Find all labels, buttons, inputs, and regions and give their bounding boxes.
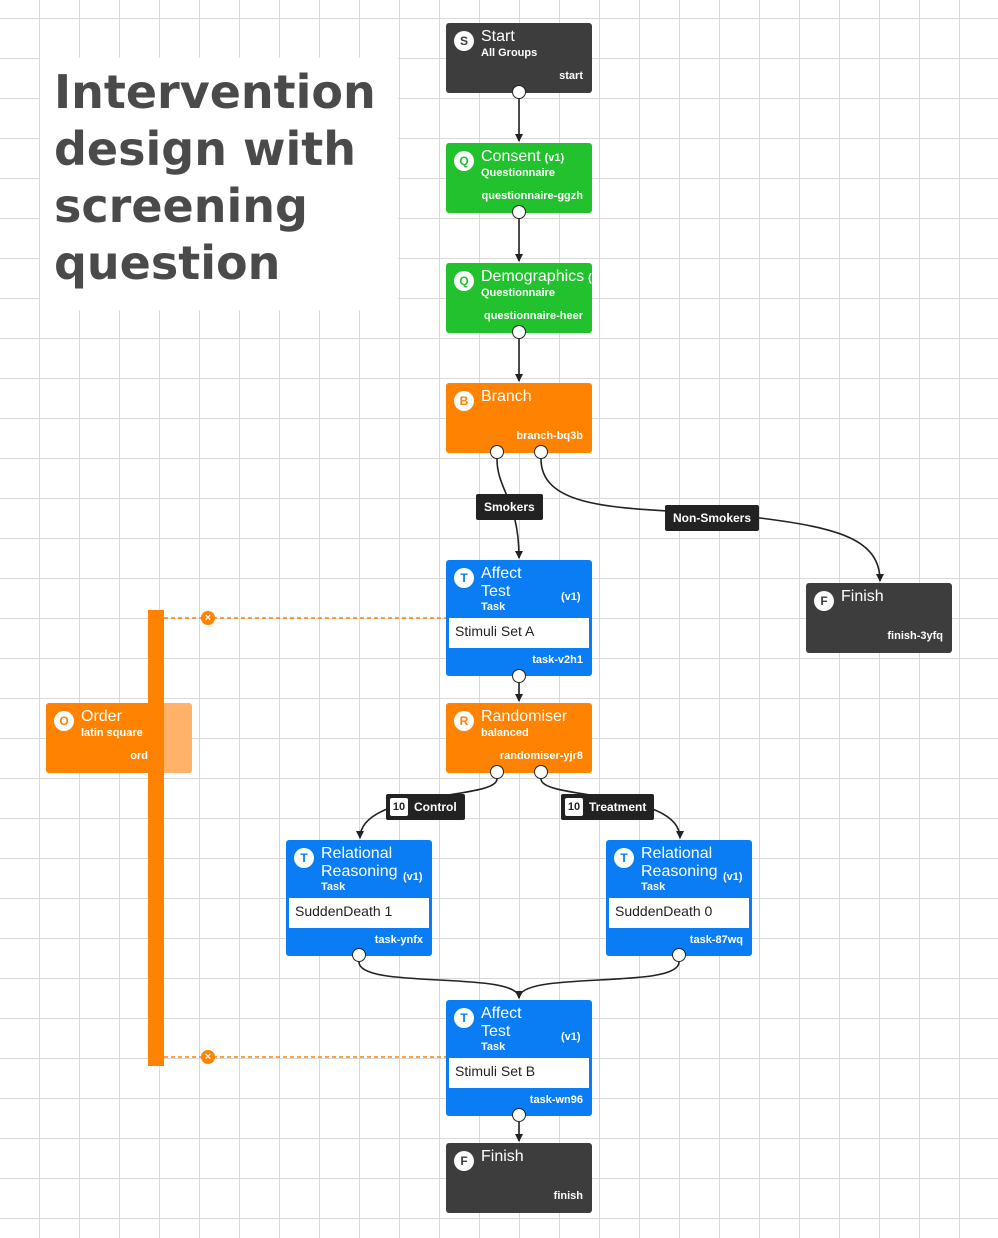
port-randomiser-out-treatment[interactable]	[534, 765, 548, 779]
edge-weight: 10	[565, 797, 583, 816]
edge-label-control[interactable]: 10 Control	[386, 794, 465, 820]
node-subtitle: Questionnaire	[481, 167, 555, 179]
node-id: finish-3yfq	[887, 630, 943, 642]
node-finish-non-smokers[interactable]: F Finish finish-3yfq	[806, 583, 952, 653]
node-id: questionnaire-ggzh	[481, 190, 583, 202]
node-subtitle: Questionnaire	[481, 287, 555, 299]
node-type-badge: B	[454, 391, 474, 411]
node-consent[interactable]: Q Consent(v1) Questionnaire questionnair…	[446, 143, 592, 213]
edge-name: Treatment	[589, 800, 647, 814]
node-id: finish	[553, 1190, 583, 1202]
order-node-faded	[164, 703, 192, 773]
node-title: Order	[81, 708, 122, 725]
node-branch[interactable]: B Branch branch-bq3b	[446, 383, 592, 453]
node-version: (	[588, 272, 592, 284]
node-name: Relational Reasoning	[641, 845, 718, 880]
node-type-badge: Q	[454, 271, 474, 291]
node-title: Start	[481, 28, 515, 45]
node-subtitle: Task	[321, 881, 346, 893]
node-subtitle: Task	[641, 881, 666, 893]
port-rr2-out[interactable]	[672, 948, 686, 962]
port-affect2-out[interactable]	[512, 1108, 526, 1122]
node-id: randomiser-yjr8	[499, 750, 583, 762]
node-block: Stimuli Set B	[449, 1058, 589, 1088]
node-title: Branch	[481, 388, 532, 405]
edge-rr1-affect2	[358, 961, 523, 999]
node-type-badge: T	[454, 568, 474, 588]
order-bar[interactable]	[148, 610, 164, 1066]
node-type-badge: T	[294, 848, 314, 868]
diagram-title: Intervention design with screening quest…	[40, 58, 398, 310]
node-start[interactable]: S Start All Groups start	[446, 23, 592, 93]
port-branch-out-non-smokers[interactable]	[534, 445, 548, 459]
node-order[interactable]: O Order latin square ord	[46, 703, 192, 773]
node-name: Affect Test	[481, 1005, 522, 1040]
edge-rr2-affect2	[515, 961, 680, 999]
node-id: task-87wq	[689, 934, 743, 946]
node-type-badge: F	[814, 591, 834, 611]
node-type-badge: R	[454, 711, 474, 731]
port-branch-out-smokers[interactable]	[490, 445, 504, 459]
node-subtitle: Task	[481, 1041, 506, 1053]
node-title: Randomiser	[481, 708, 568, 725]
node-affect-test-2[interactable]: T Affect Test (v1) Task Stimuli Set B tas…	[446, 1000, 592, 1116]
node-title: Relational Reasoning (v1)	[321, 845, 423, 883]
node-relational-reasoning-control[interactable]: T Relational Reasoning (v1) Task SuddenDe…	[286, 840, 432, 956]
remove-link-icon[interactable]: ×	[201, 1050, 215, 1064]
node-id: ord	[130, 750, 148, 762]
node-title: Affect Test (v1)	[481, 1005, 581, 1043]
node-id: questionnaire-heer	[483, 310, 583, 322]
edge-label-smokers[interactable]: Smokers	[476, 494, 543, 520]
remove-link-icon[interactable]: ×	[201, 611, 215, 625]
node-type-badge: S	[454, 31, 474, 51]
node-relational-reasoning-treatment[interactable]: T Relational Reasoning (v1) Task SuddenDe…	[606, 840, 752, 956]
node-demographics[interactable]: Q Demographics( Questionnaire questionna…	[446, 263, 592, 333]
node-subtitle: All Groups	[481, 47, 538, 59]
edge-label-non-smokers[interactable]: Non-Smokers	[665, 505, 760, 531]
node-subtitle: balanced	[481, 727, 529, 739]
node-title: Finish	[481, 1148, 524, 1165]
node-block: SuddenDeath 1	[289, 898, 429, 928]
node-affect-test-1[interactable]: T Affect Test (v1) Task Stimuli Set A tas…	[446, 560, 592, 676]
node-id: start	[559, 70, 583, 82]
node-name: Affect Test	[481, 565, 522, 600]
node-version: (v1)	[544, 152, 565, 164]
node-id: task-ynfx	[374, 934, 423, 946]
port-randomiser-out-control[interactable]	[490, 765, 504, 779]
node-name: Demographics	[481, 268, 585, 285]
node-version: (v1)	[561, 591, 581, 603]
node-finish[interactable]: F Finish finish	[446, 1143, 592, 1213]
node-name: Consent	[481, 148, 541, 165]
node-randomiser[interactable]: R Randomiser balanced randomiser-yjr8	[446, 703, 592, 773]
node-title: Relational Reasoning (v1)	[641, 845, 743, 883]
port-start-out[interactable]	[512, 85, 526, 99]
node-version: (v1)	[723, 871, 743, 883]
node-version: (v1)	[403, 871, 423, 883]
edge-name: Control	[414, 800, 457, 814]
node-type-badge: T	[614, 848, 634, 868]
port-rr1-out[interactable]	[352, 948, 366, 962]
port-demographics-out[interactable]	[512, 325, 526, 339]
node-title: Affect Test (v1)	[481, 565, 581, 603]
node-id: task-v2h1	[532, 654, 583, 666]
node-type-badge: F	[454, 1151, 474, 1171]
node-id: task-wn96	[529, 1094, 583, 1106]
node-type-badge: T	[454, 1008, 474, 1028]
edge-weight: 10	[390, 797, 408, 816]
node-version: (v1)	[561, 1031, 581, 1043]
node-id: branch-bq3b	[516, 430, 583, 442]
node-title: Finish	[841, 588, 884, 605]
node-title: Consent(v1)	[481, 148, 564, 167]
node-block: Stimuli Set A	[449, 618, 589, 648]
port-consent-out[interactable]	[512, 205, 526, 219]
node-subtitle: latin square	[81, 727, 143, 739]
port-affect1-out[interactable]	[512, 669, 526, 683]
node-name: Relational Reasoning	[321, 845, 398, 880]
node-subtitle: Task	[481, 601, 506, 613]
node-title: Demographics(	[481, 268, 592, 287]
node-type-badge: Q	[454, 151, 474, 171]
node-type-badge: O	[54, 711, 74, 731]
edge-label-treatment[interactable]: 10 Treatment	[561, 794, 655, 820]
node-block: SuddenDeath 0	[609, 898, 749, 928]
